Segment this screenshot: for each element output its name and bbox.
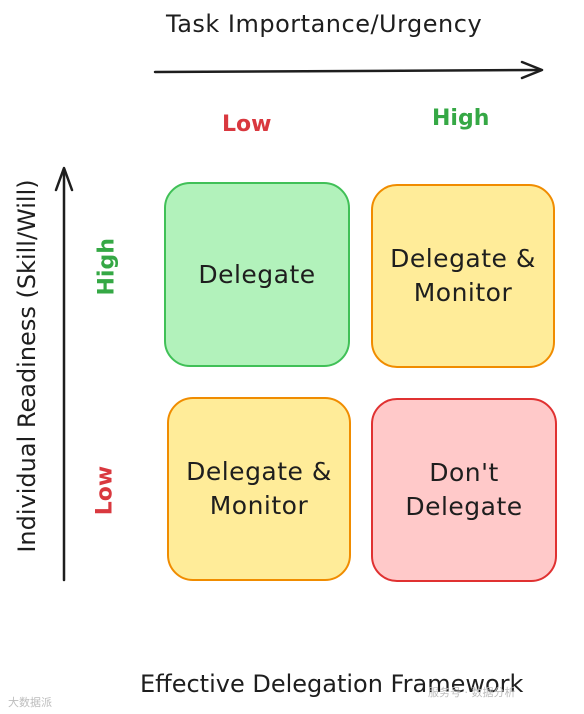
row-label-high: High (94, 238, 120, 296)
quadrant-delegate-monitor-bottom-label: Delegate & Monitor (186, 457, 332, 520)
quadrant-delegate-monitor-bottom: Delegate & Monitor (167, 397, 351, 581)
quadrant-delegate-label: Delegate (198, 259, 316, 289)
x-axis-arrow (153, 60, 544, 80)
x-axis-title: Task Importance/Urgency (166, 10, 483, 38)
quadrant-delegate-monitor-top-label: Delegate & Monitor (390, 244, 536, 307)
column-label-low: Low (222, 112, 272, 137)
y-axis-title: Individual Readiness (Skill/Will) (13, 179, 41, 553)
quadrant-dont-delegate: Don't Delegate (371, 398, 557, 582)
quadrant-delegate: Delegate (164, 182, 350, 367)
quadrant-delegate-monitor-top: Delegate & Monitor (371, 184, 555, 368)
row-label-low: Low (92, 465, 118, 516)
quadrant-dont-delegate-label: Don't Delegate (405, 458, 523, 521)
framework-title: Effective Delegation Framework (140, 670, 524, 698)
watermark-right: 服务号 · 数据分析 (428, 686, 516, 699)
watermark-left: 大数据派 (8, 696, 52, 709)
column-label-high: High (432, 106, 490, 131)
y-axis-arrow (54, 166, 74, 582)
